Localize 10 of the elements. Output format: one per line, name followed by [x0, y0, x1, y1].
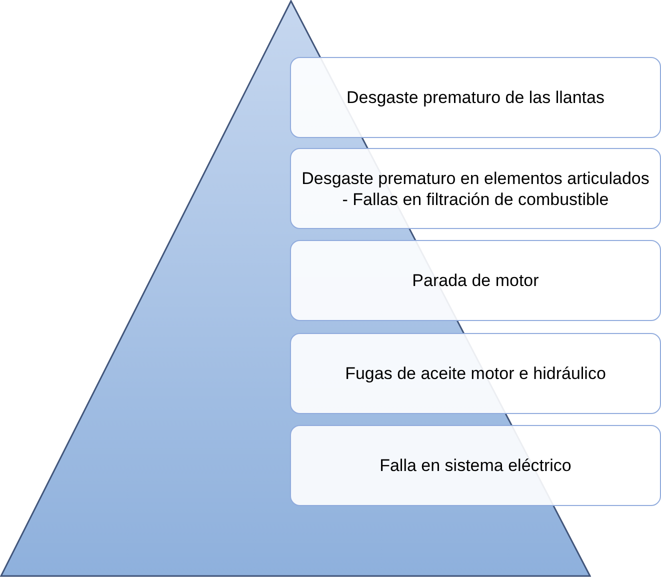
- level-box: [290, 240, 661, 321]
- level-text: Desgaste prematuro de las llantas: [346, 87, 604, 108]
- level-box: [290, 57, 661, 138]
- level-text: Parada de motor: [412, 270, 539, 291]
- level-box: [290, 425, 661, 506]
- level-box: [290, 333, 661, 414]
- level-text: Fugas de aceite motor e hidráulico: [345, 363, 606, 384]
- level-text: Falla en sistema eléctrico: [380, 455, 572, 476]
- level-text: Desgaste prematuro en elementos articulados - Fallas en filtración de combustible: [300, 168, 650, 210]
- level-box: [290, 148, 661, 229]
